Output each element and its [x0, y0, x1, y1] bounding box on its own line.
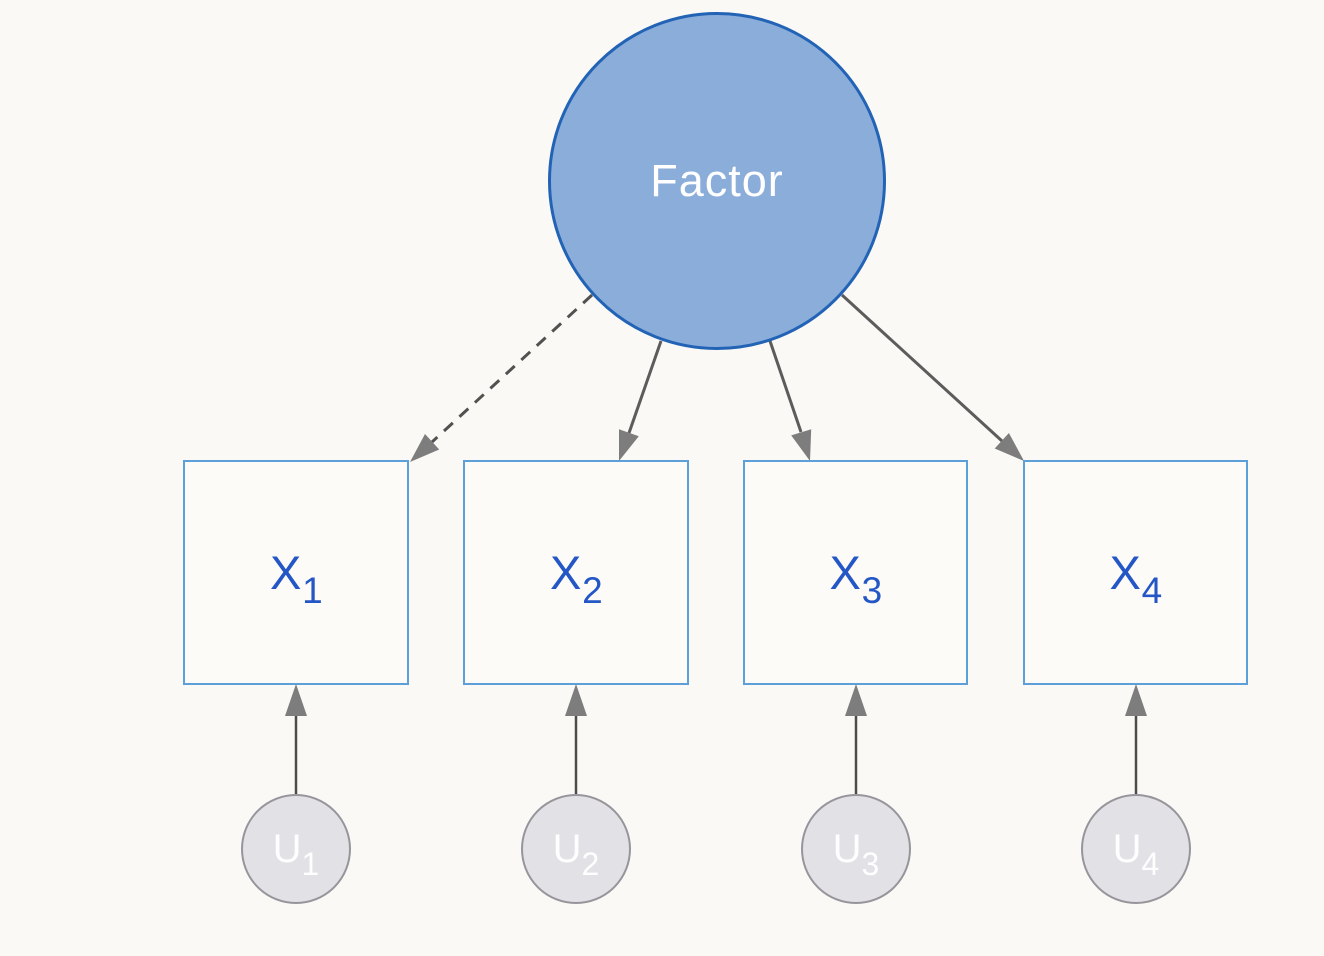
- indicator-x3-sub: 3: [861, 570, 883, 612]
- unique-label-u3: U3: [832, 827, 880, 880]
- factor-label: Factor: [650, 155, 784, 206]
- edge-u2-x2: [565, 684, 587, 794]
- indicator-box-x1: X1: [183, 460, 409, 685]
- indicator-x1-base: X: [270, 546, 302, 599]
- indicator-label-x4: X4: [1109, 546, 1163, 609]
- edge-factor-x3: [768, 340, 812, 461]
- unique-u1-sub: 1: [301, 845, 320, 882]
- indicator-x4-base: X: [1109, 546, 1141, 599]
- edge-factor-x1: [410, 293, 594, 462]
- indicator-box-x4: X4: [1023, 460, 1248, 685]
- unique-factor-u3: U3: [801, 794, 911, 904]
- unique-label-u1: U1: [272, 827, 320, 880]
- indicator-x4-sub: 4: [1141, 570, 1163, 612]
- unique-factor-u1: U1: [241, 794, 351, 904]
- unique-u2-base: U: [552, 827, 582, 871]
- indicator-x2-sub: 2: [582, 570, 603, 612]
- unique-label-u4: U4: [1112, 827, 1160, 880]
- unique-u4-sub: 4: [1141, 845, 1160, 882]
- indicator-label-x3: X3: [829, 546, 883, 609]
- factor-node: Factor: [548, 12, 886, 350]
- indicator-x3-base: X: [829, 546, 861, 599]
- indicator-label-x1: X1: [270, 546, 323, 609]
- indicator-label-x2: X2: [550, 546, 603, 609]
- indicator-box-x3: X3: [743, 460, 968, 685]
- unique-factor-u4: U4: [1081, 794, 1191, 904]
- unique-u3-base: U: [832, 827, 862, 871]
- unique-u1-base: U: [272, 827, 302, 871]
- unique-u2-sub: 2: [581, 845, 600, 882]
- unique-factor-u2: U2: [521, 794, 631, 904]
- edge-u4-x4: [1125, 684, 1147, 794]
- edge-factor-x2: [619, 340, 663, 461]
- unique-u4-base: U: [1112, 827, 1142, 871]
- unique-label-u2: U2: [552, 827, 600, 880]
- indicator-x1-sub: 1: [302, 570, 323, 612]
- unique-u3-sub: 3: [861, 845, 880, 882]
- edge-u3-x3: [845, 684, 867, 794]
- indicator-x2-base: X: [550, 546, 582, 599]
- indicator-box-x2: X2: [463, 460, 689, 685]
- edge-u1-x1: [285, 684, 307, 794]
- edge-factor-x4: [840, 293, 1024, 461]
